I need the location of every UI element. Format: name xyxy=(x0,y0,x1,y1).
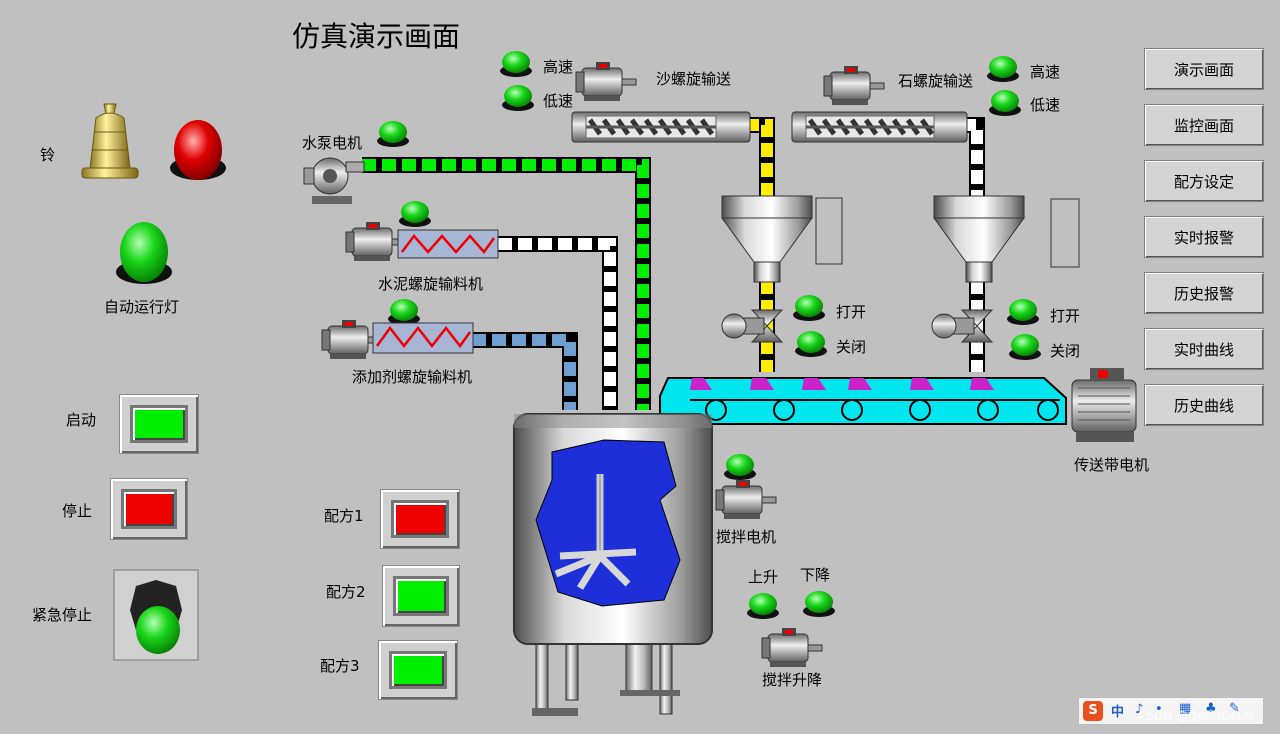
stop-button-lamp xyxy=(121,489,177,529)
additive-label: 添加剂螺旋输料机 xyxy=(352,368,473,386)
bell-label: 铃 xyxy=(40,146,56,164)
auto-lamp-label: 自动运行灯 xyxy=(104,298,180,316)
start-label: 启动 xyxy=(66,411,97,429)
watermark: CSDN @QobHGsLM xyxy=(1138,709,1255,723)
emergency-stop-button[interactable] xyxy=(114,570,198,660)
nav-recipe-settings[interactable]: 配方设定 xyxy=(1144,160,1264,202)
alarm-lamp-icon xyxy=(170,120,226,180)
cement-pipe xyxy=(498,236,618,410)
recipe-3-label: 配方3 xyxy=(320,657,360,675)
stop-button[interactable] xyxy=(110,478,188,540)
stone-screw-label: 石螺旋输送 xyxy=(898,72,974,90)
start-button[interactable] xyxy=(119,394,199,454)
cement-label: 水泥螺旋输料机 xyxy=(378,275,484,293)
lift-down-label: 下降 xyxy=(800,566,831,584)
sand-low-speed-label: 低速 xyxy=(543,92,574,110)
ime-toolbar[interactable]: S 中 ♪ • ▦ ♣ ✎ xyxy=(1078,697,1264,725)
nav-realtime-alarm[interactable]: 实时报警 xyxy=(1144,216,1264,258)
recipe-3-lamp xyxy=(389,651,447,689)
sand-close-label: 关闭 xyxy=(836,338,867,356)
additive-screw-conveyor xyxy=(372,322,474,354)
nav-realtime-curve[interactable]: 实时曲线 xyxy=(1144,328,1264,370)
sand-open-label: 打开 xyxy=(836,303,867,321)
water-pump-icon xyxy=(303,157,365,204)
ime-mode-toggle[interactable]: 中 xyxy=(1111,705,1125,720)
page-title: 仿真演示画面 xyxy=(292,20,461,53)
recipe-3-button[interactable] xyxy=(378,640,458,700)
nav-demo-screen[interactable]: 演示画面 xyxy=(1144,48,1264,90)
bell-icon xyxy=(81,103,139,179)
start-button-lamp xyxy=(130,405,188,443)
ime-keyboard-icon[interactable]: ▦ xyxy=(1179,701,1192,716)
ime-skin-icon[interactable]: ♣ xyxy=(1205,701,1217,716)
recipe-1-label: 配方1 xyxy=(324,507,364,525)
sand-screw-label: 沙螺旋输送 xyxy=(656,70,732,88)
belt-conveyor xyxy=(659,377,1067,425)
stop-label: 停止 xyxy=(62,502,93,520)
recipe-1-button[interactable] xyxy=(380,489,460,549)
lift-up-label: 上升 xyxy=(748,568,779,586)
stone-low-speed-label: 低速 xyxy=(1030,96,1061,114)
recipe-1-lamp xyxy=(391,500,449,538)
sand-screw-conveyor xyxy=(571,111,751,143)
nav-history-curve[interactable]: 历史曲线 xyxy=(1144,384,1264,426)
cement-screw-conveyor xyxy=(397,229,499,259)
mixer-motor-label: 搅拌电机 xyxy=(716,528,777,546)
sand-valve-icon xyxy=(721,309,784,343)
conveyor-motor-label: 传送带电机 xyxy=(1074,456,1150,474)
sand-hopper xyxy=(721,195,843,283)
nav-monitor-screen[interactable]: 监控画面 xyxy=(1144,104,1264,146)
mixer-tank xyxy=(513,413,713,716)
ime-logo-icon: S xyxy=(1083,701,1103,721)
recipe-2-label: 配方2 xyxy=(326,583,366,601)
sand-high-speed-label: 高速 xyxy=(543,58,574,76)
stone-open-label: 打开 xyxy=(1050,307,1081,325)
conveyor-motor-icon xyxy=(1071,368,1137,442)
ime-tools-icon[interactable]: ✎ xyxy=(1229,701,1240,716)
emergency-stop-icon xyxy=(113,569,199,661)
nav-history-alarm[interactable]: 历史报警 xyxy=(1144,272,1264,314)
lift-motor-label: 搅拌升降 xyxy=(762,671,823,689)
stone-close-label: 关闭 xyxy=(1050,342,1081,360)
estop-label: 紧急停止 xyxy=(32,606,93,624)
ime-punct-icon[interactable]: ♪ xyxy=(1135,702,1144,717)
recipe-2-button[interactable] xyxy=(382,565,460,627)
pump-label: 水泵电机 xyxy=(302,134,363,152)
recipe-2-lamp xyxy=(393,576,449,616)
ime-dot-icon[interactable]: • xyxy=(1155,702,1163,717)
stone-hopper xyxy=(933,195,1080,283)
auto-run-lamp-icon xyxy=(116,222,172,284)
additive-pipe xyxy=(472,332,578,410)
stone-valve-icon xyxy=(931,309,994,343)
stone-screw-conveyor xyxy=(791,111,968,143)
stone-high-speed-label: 高速 xyxy=(1030,63,1061,81)
water-pipe xyxy=(362,157,651,410)
